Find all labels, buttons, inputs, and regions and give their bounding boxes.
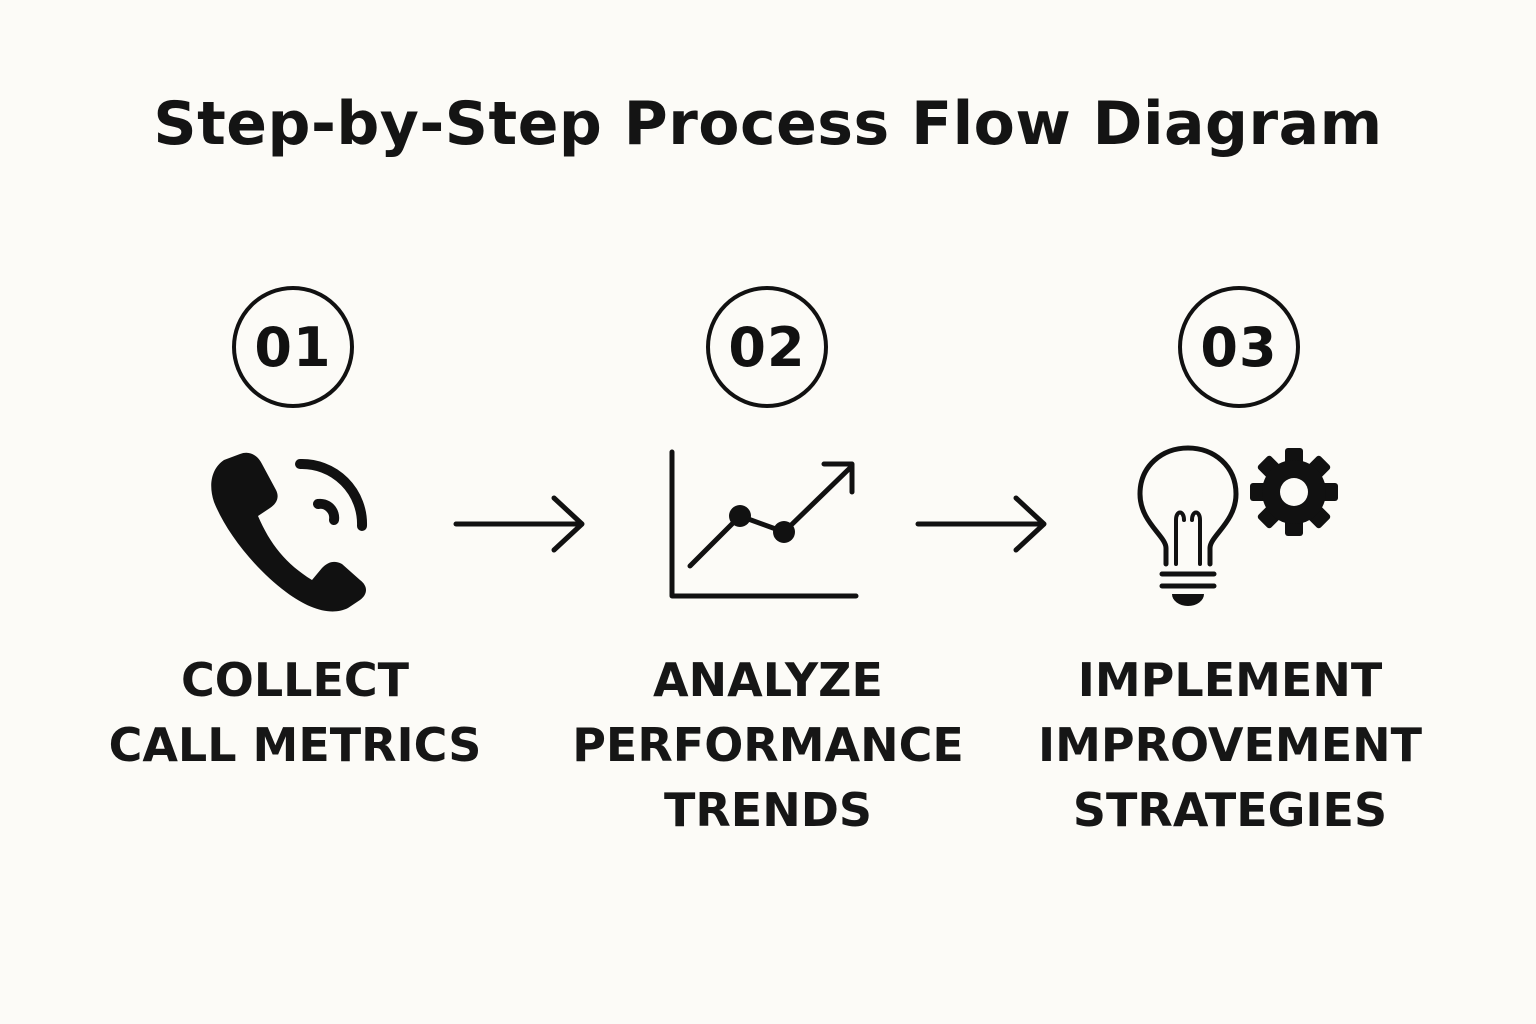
- step-label-2: ANALYZE PERFORMANCE TRENDS: [560, 648, 976, 843]
- step-label-line: TRENDS: [560, 778, 976, 843]
- step-number-badge-3: 03: [1178, 286, 1300, 408]
- step-label-line: IMPROVEMENT: [1030, 713, 1430, 778]
- step-label-line: COLLECT: [100, 648, 490, 713]
- step-label-3: IMPLEMENT IMPROVEMENT STRATEGIES: [1030, 648, 1430, 843]
- right-arrow-icon: [452, 492, 592, 556]
- step-label-line: IMPLEMENT: [1030, 648, 1430, 713]
- step-label-line: ANALYZE: [560, 648, 976, 713]
- trend-chart-icon: [660, 446, 865, 606]
- step-label-line: PERFORMANCE: [560, 713, 976, 778]
- step-number-badge-2: 02: [706, 286, 828, 408]
- phone-icon: [200, 440, 380, 620]
- right-arrow-icon: [914, 492, 1054, 556]
- step-label-line: CALL METRICS: [100, 713, 490, 778]
- step-number-badge-1: 01: [232, 286, 354, 408]
- step-label-1: COLLECT CALL METRICS: [100, 648, 490, 778]
- page-title: Step-by-Step Process Flow Diagram: [0, 88, 1536, 160]
- step-label-line: STRATEGIES: [1030, 778, 1430, 843]
- lightbulb-gear-icon: [1130, 440, 1350, 610]
